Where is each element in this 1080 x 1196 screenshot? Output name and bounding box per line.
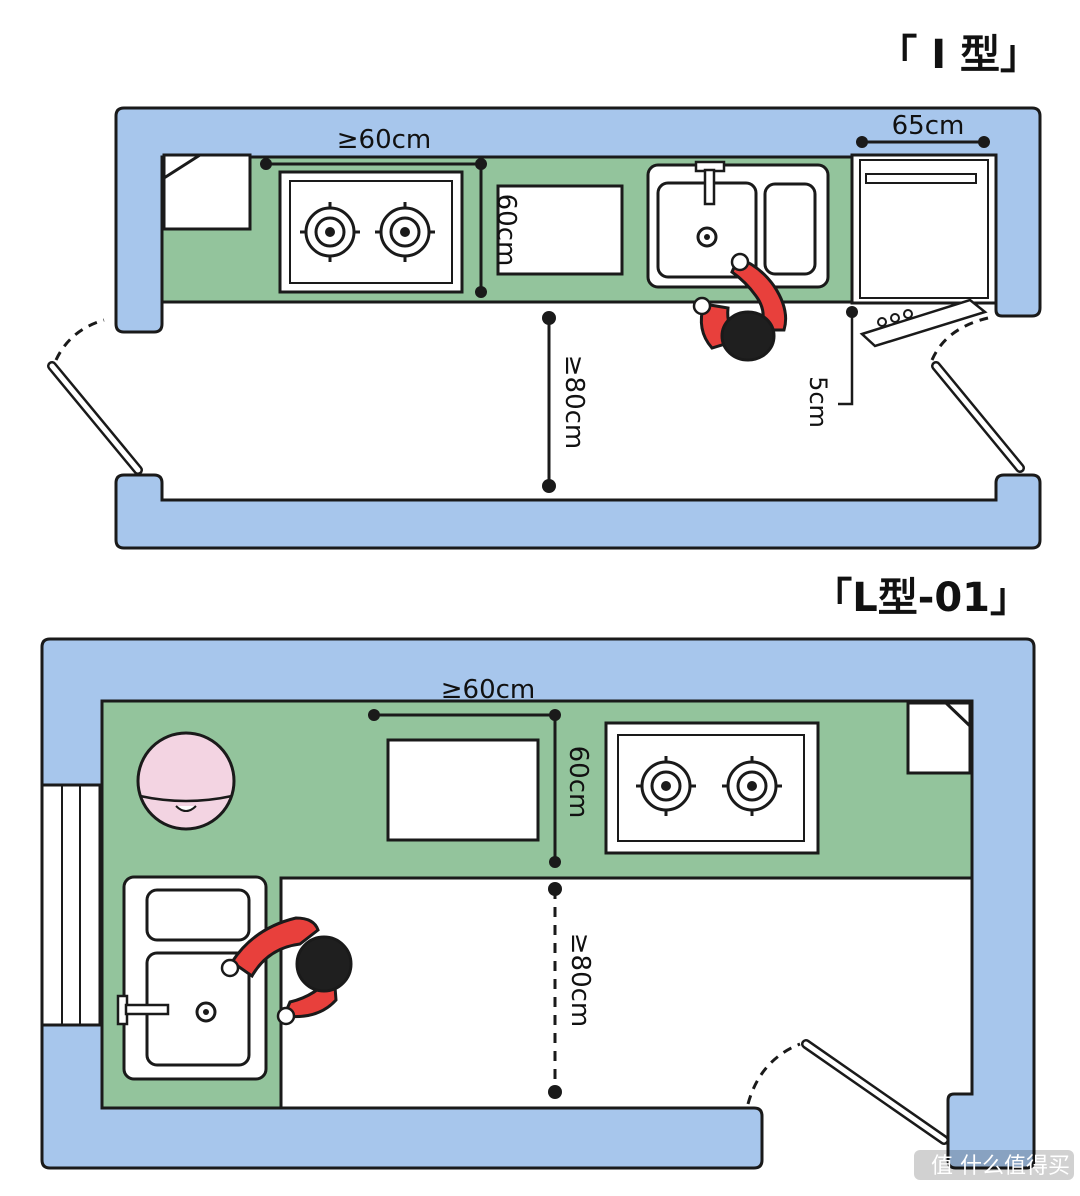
burner-icon — [300, 202, 360, 262]
dim-label: 60cm — [563, 746, 593, 819]
plan-i-door-right — [930, 316, 1025, 473]
plan-l-dim-counter-depth: 60cm — [549, 715, 593, 868]
dim-label: 60cm — [491, 194, 521, 267]
plan-i-dim-counter-depth: 60cm — [475, 164, 521, 298]
plan-i-corner-cabinet — [162, 153, 252, 231]
plan-i-door-left — [47, 318, 143, 475]
plan-l-prep-area — [386, 738, 540, 842]
plan-i-dim-door-clearance: 5cm — [804, 306, 858, 428]
plan-l: 「L型-01」 — [40, 575, 1036, 1170]
plan-l-corner-cabinet — [906, 701, 972, 775]
plan-l-walls — [40, 637, 1036, 1170]
plan-l-sink — [116, 875, 268, 1081]
plan-i-title: 「 I 型」 — [877, 32, 1040, 78]
plan-l-door — [746, 1039, 949, 1145]
faucet-icon — [694, 160, 726, 206]
plan-i-stove — [278, 170, 464, 294]
plan-l-dim-counter-run: ≥60cm — [368, 675, 561, 721]
plan-l-person-icon — [220, 916, 353, 1026]
dim-label: 65cm — [892, 111, 965, 141]
plan-i-dishwasher — [850, 153, 998, 348]
plan-l-window — [40, 783, 102, 1027]
plan-i-dim-stove-run: ≥60cm — [260, 125, 487, 170]
plan-i-prep-area — [496, 184, 624, 276]
plan-i-dim-dishwasher: 65cm — [856, 111, 990, 148]
plan-l-title: 「L型-01」 — [812, 575, 1030, 621]
burner-icon — [375, 202, 435, 262]
watermark-text: 值 什么值得买 — [931, 1154, 1070, 1179]
dim-label: ≥60cm — [441, 675, 536, 705]
dim-label: ≥60cm — [337, 125, 432, 155]
dim-label: 5cm — [804, 376, 832, 428]
plan-i-dim-aisle: ≥80cm — [542, 311, 589, 493]
plan-l-dim-aisle: ≥80cm — [548, 882, 595, 1099]
burner-icon — [722, 756, 782, 816]
dim-label: ≥80cm — [559, 355, 589, 450]
plan-l-round-appliance — [136, 731, 236, 831]
burner-icon — [636, 756, 696, 816]
watermark: 值 什么值得买 — [914, 1150, 1074, 1180]
plan-i-person-icon — [692, 252, 788, 362]
faucet-icon — [116, 994, 170, 1026]
plan-l-stove — [604, 721, 820, 855]
plan-i-sink — [646, 160, 830, 289]
plan-i: 「 I 型」 — [47, 32, 1042, 550]
dim-label: ≥80cm — [565, 933, 595, 1028]
